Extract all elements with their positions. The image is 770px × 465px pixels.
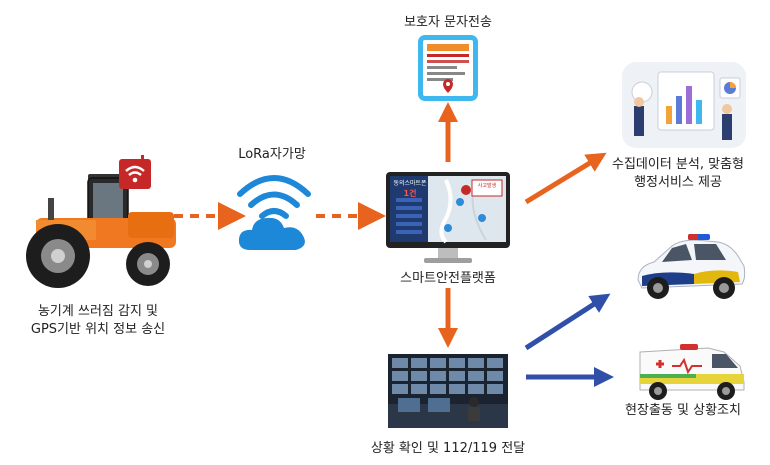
lora-wifi-cloud-icon <box>237 175 311 250</box>
platform-screen-badge: 1건 <box>403 189 417 198</box>
dispatch-caption: 현장출동 및 상황조치 <box>625 403 741 418</box>
ambulance-illustration <box>639 344 745 400</box>
tractor-caption: 농기계 쓰러짐 감지 및 GPS기반 위치 정보 송신 <box>18 303 178 339</box>
tractor-wifi-badge-icon <box>119 155 151 189</box>
police-car-illustration <box>637 234 746 299</box>
tractor-caption-line1: 농기계 쓰러짐 감지 및 <box>37 304 159 319</box>
platform-map-label: 사고발생 <box>477 183 497 189</box>
platform-screen-title: 동의스마트폰 <box>393 180 427 187</box>
analysis-caption-line2: 행정서비스 제공 <box>634 175 722 190</box>
control-room-illustration <box>388 354 508 428</box>
analysis-caption: 수집데이터 분석, 맞춤형 행정서비스 제공 <box>590 156 766 192</box>
guardian-phone-icon <box>418 35 478 101</box>
platform-monitor-illustration <box>386 172 510 263</box>
tractor-caption-line2: GPS기반 위치 정보 송신 <box>30 322 166 337</box>
arrow-control-to-police <box>524 293 611 351</box>
control-caption: 상황 확인 및 112/119 전달 <box>370 441 526 456</box>
data-analysis-illustration <box>622 62 746 148</box>
analysis-caption-line1: 수집데이터 분석, 맞춤형 <box>612 157 744 172</box>
tractor-illustration <box>26 174 176 288</box>
platform-caption: 스마트안전플랫폼 <box>400 271 496 286</box>
arrow-platform-to-analysis <box>524 152 607 205</box>
lora-caption: LoRa자가망 <box>238 147 306 162</box>
guardian-caption: 보호자 문자전송 <box>404 15 492 30</box>
